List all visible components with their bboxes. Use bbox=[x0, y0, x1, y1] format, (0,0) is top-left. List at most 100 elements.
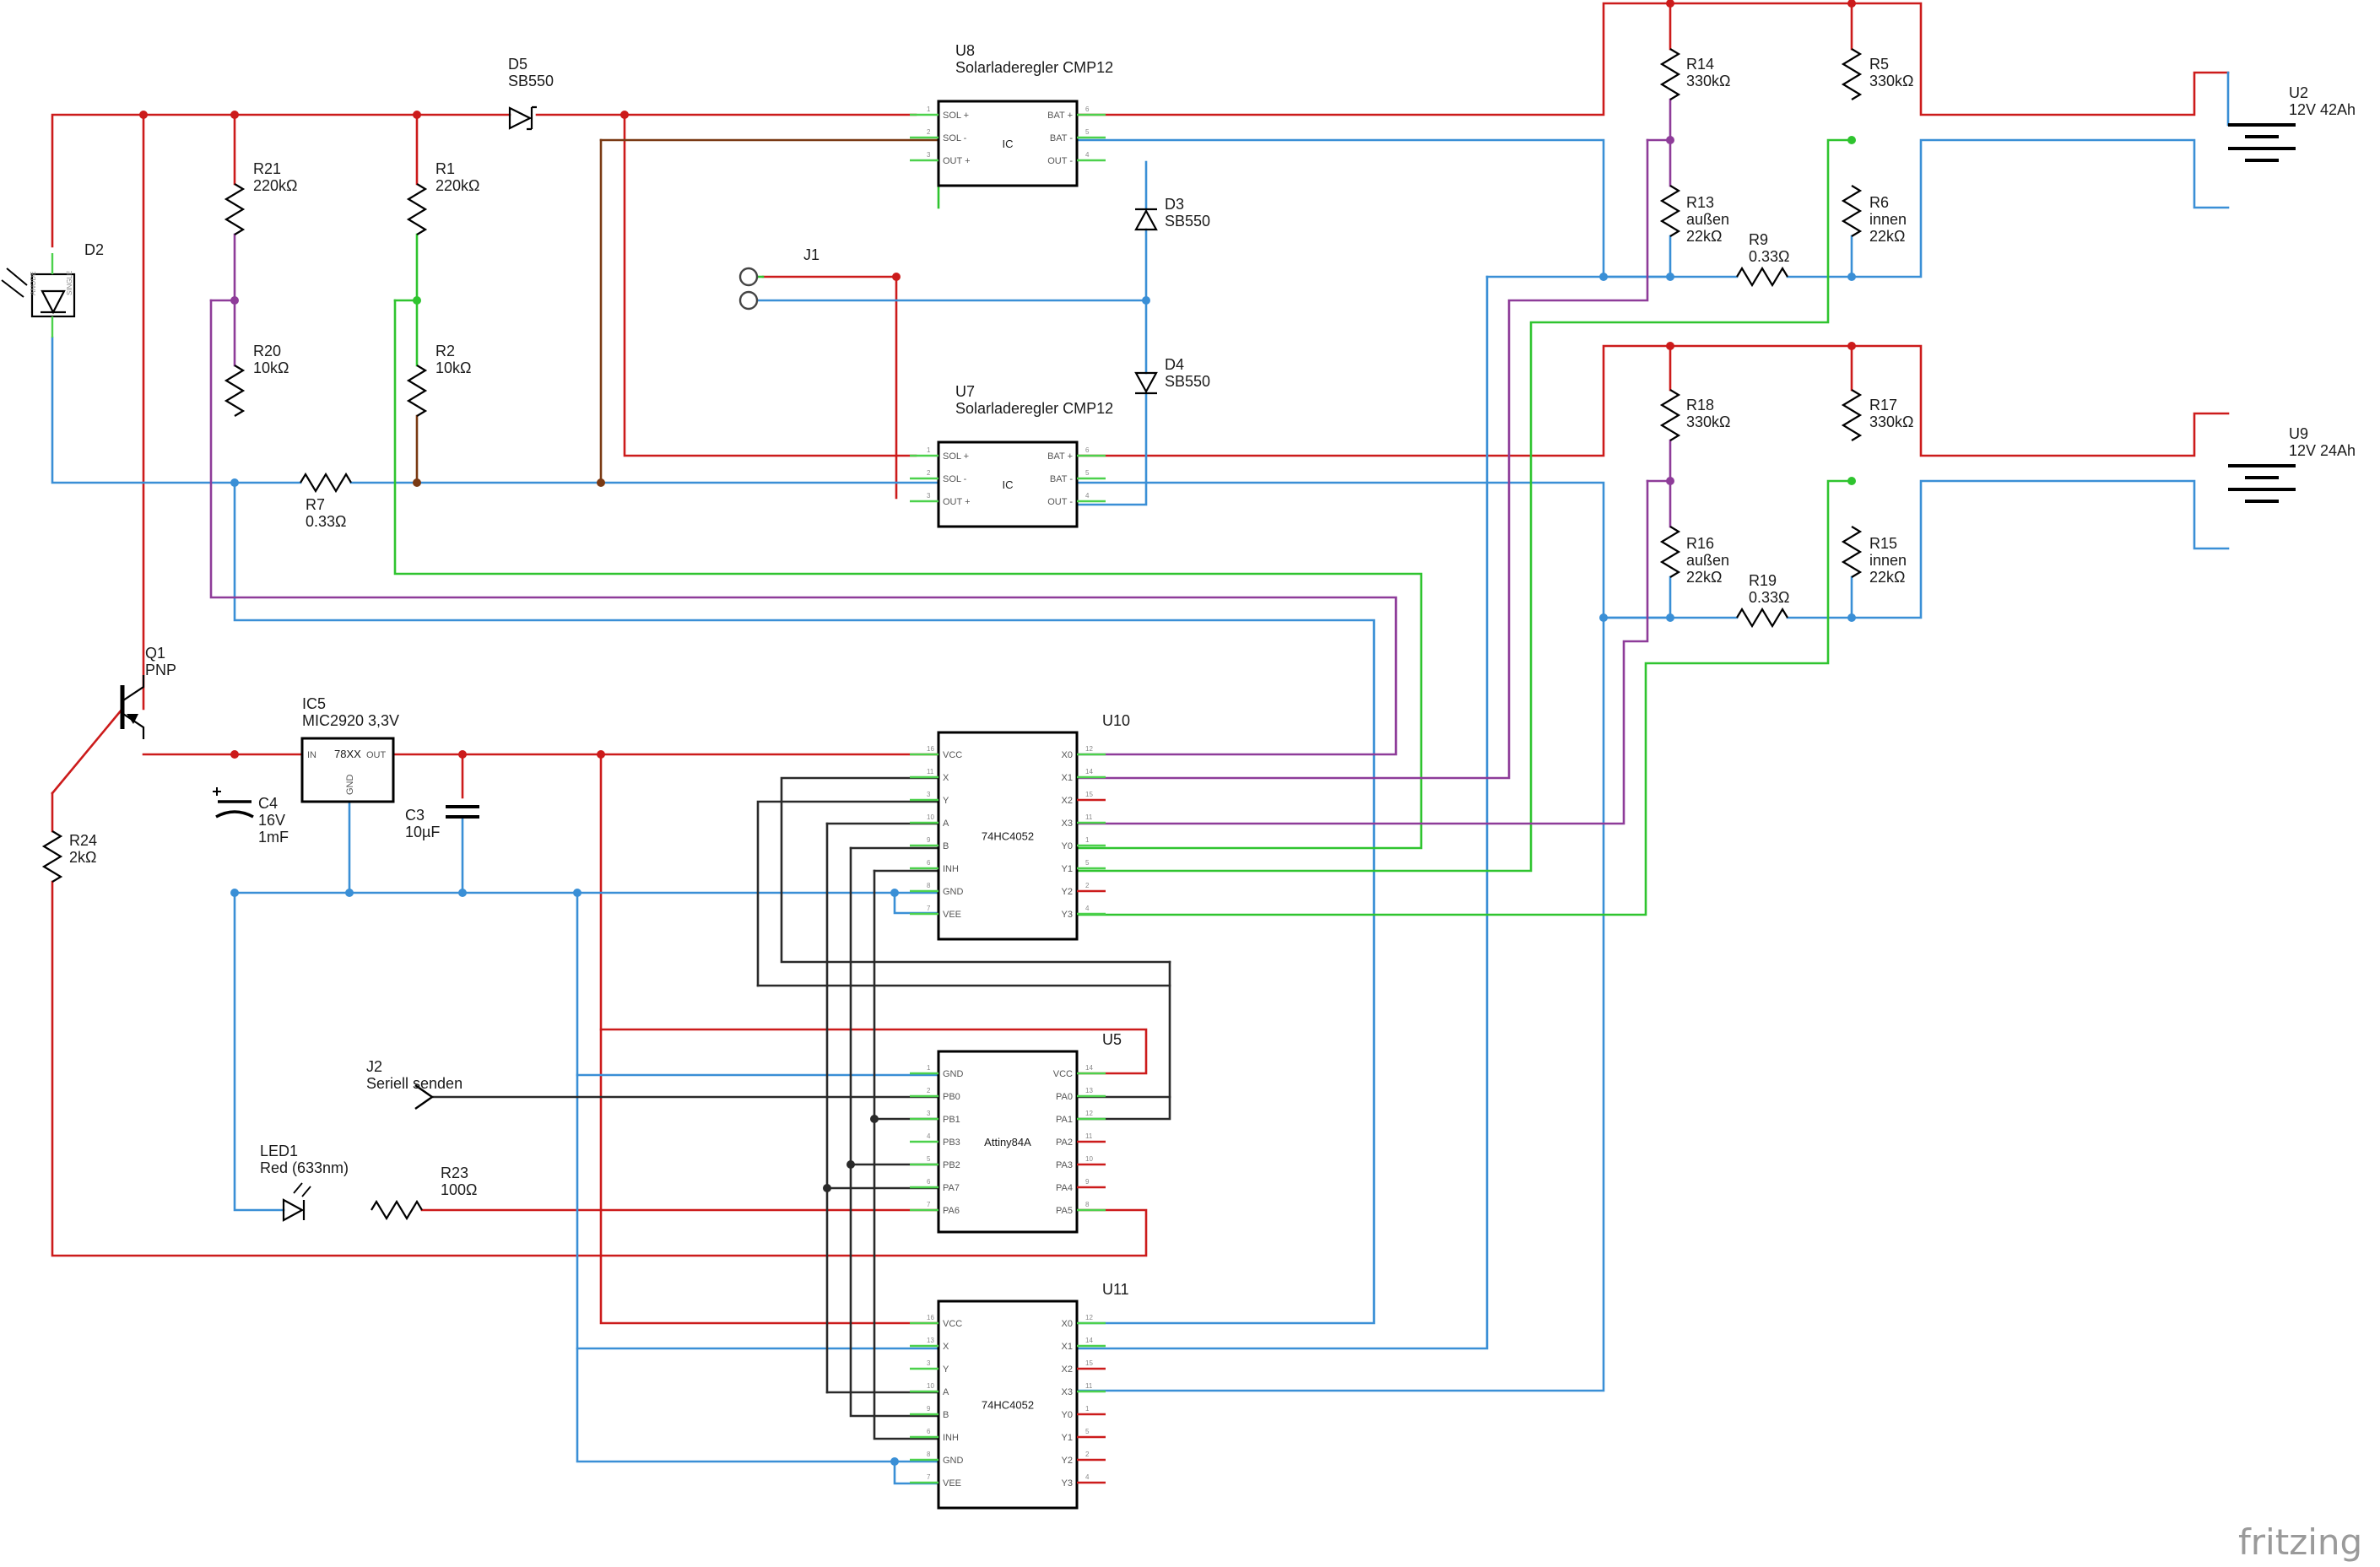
pin-number: 11 bbox=[1085, 1132, 1093, 1140]
r1-value: 220kΩ bbox=[435, 177, 480, 194]
wire-red bbox=[1074, 344, 2230, 457]
pin-number: 4 bbox=[927, 1132, 931, 1140]
wire-blue bbox=[1075, 616, 1605, 1392]
r7-value: 0.33Ω bbox=[306, 513, 347, 530]
fritzing-logo: fritzing bbox=[2238, 1521, 2362, 1563]
pin-number: 5 bbox=[1085, 469, 1090, 477]
capacitor-c4: C4 16V 1mF bbox=[213, 787, 289, 846]
junction-dot bbox=[1142, 296, 1150, 305]
u9-value: 12V 24Ah bbox=[2289, 442, 2356, 459]
wire-blue bbox=[1786, 138, 2230, 278]
resistor-r7: R7 0.33Ω bbox=[300, 472, 352, 530]
pin-label: Y1 bbox=[1062, 1433, 1073, 1443]
pin-label: PA1 bbox=[1056, 1115, 1073, 1125]
junction-dot bbox=[413, 478, 421, 487]
pin-number: 12 bbox=[1085, 1314, 1093, 1321]
chip-inner-label: IC bbox=[1003, 138, 1014, 150]
junction-dot bbox=[1599, 273, 1608, 281]
pin-label: SOL - bbox=[943, 474, 967, 484]
j2-value: Seriell senden bbox=[366, 1075, 462, 1092]
wire-red bbox=[51, 113, 145, 711]
pin-label: BAT + bbox=[1047, 111, 1073, 121]
d2-label-single: SINGLE bbox=[66, 271, 73, 295]
chip-u5: Attiny84AU5GND1PB02PB13PB34PB25PA76PA67V… bbox=[910, 1031, 1122, 1234]
r14-value: 330kΩ bbox=[1686, 73, 1731, 89]
wire-green bbox=[1075, 479, 1853, 916]
resistor-r21: R21 220kΩ bbox=[224, 160, 298, 235]
c4-line1: 16V bbox=[258, 812, 285, 829]
r13-line1: außen bbox=[1686, 211, 1729, 228]
capacitor-c3: C3 10µF bbox=[405, 805, 479, 840]
r19-value: 0.33Ω bbox=[1749, 589, 1790, 606]
chip-ref: U7 bbox=[955, 383, 975, 400]
pin-label: PA7 bbox=[943, 1183, 960, 1193]
pin-label: INH bbox=[943, 864, 959, 874]
pin-number: 13 bbox=[927, 1337, 934, 1344]
ic5-pin-in: IN bbox=[307, 750, 316, 760]
wire-blue bbox=[51, 336, 302, 484]
pin-label: GND bbox=[943, 1456, 964, 1466]
pin-number: 1 bbox=[927, 446, 931, 454]
wire-black bbox=[873, 1117, 940, 1440]
pin-label: PA6 bbox=[943, 1206, 960, 1216]
junction-dot bbox=[1847, 342, 1856, 350]
junction-dot bbox=[458, 750, 467, 759]
pin-number: 14 bbox=[1085, 768, 1093, 775]
pin-label: PA5 bbox=[1056, 1206, 1073, 1216]
junction-dot bbox=[1666, 0, 1674, 8]
pin-number: 10 bbox=[927, 813, 934, 821]
wire-red bbox=[623, 113, 917, 457]
junction-dot bbox=[458, 889, 467, 897]
r18-value: 330kΩ bbox=[1686, 413, 1731, 430]
pin-number: 6 bbox=[927, 859, 931, 867]
wire-green bbox=[1075, 138, 1853, 873]
pin-number: 5 bbox=[927, 1155, 931, 1163]
junction-dot bbox=[1666, 477, 1674, 485]
junction-dot bbox=[870, 1115, 879, 1123]
pin-label: X bbox=[943, 1342, 949, 1352]
pin-number: 3 bbox=[927, 1110, 931, 1117]
pin-label: Y0 bbox=[1062, 1410, 1073, 1420]
pin-label: Y bbox=[943, 1364, 949, 1375]
pin-number: 7 bbox=[927, 1201, 931, 1208]
pin-number: 16 bbox=[927, 1314, 934, 1321]
ic5-pin-gnd: GND bbox=[345, 775, 355, 796]
r6-line1: innen bbox=[1869, 211, 1907, 228]
junction-dot bbox=[345, 889, 354, 897]
junction-dot bbox=[597, 750, 605, 759]
d2-label-anode: ANODE bbox=[30, 272, 37, 295]
chip-ref: U5 bbox=[1102, 1031, 1122, 1048]
junction-dot bbox=[230, 111, 239, 119]
wire-purple bbox=[1075, 479, 1649, 825]
pin-label: Y3 bbox=[1062, 910, 1073, 920]
r20-value: 10kΩ bbox=[253, 359, 289, 376]
pin-number: 3 bbox=[927, 151, 931, 159]
junction-dot bbox=[892, 273, 901, 281]
pin-number: 4 bbox=[1085, 492, 1090, 500]
solar-panel-d2: ANODE SINGLE D2 bbox=[1, 241, 104, 338]
wire-green bbox=[393, 299, 1423, 850]
pin-label: SOL + bbox=[943, 451, 969, 462]
pin-label: X0 bbox=[1062, 1319, 1073, 1329]
pin-number: 9 bbox=[927, 836, 931, 844]
pin-label: B bbox=[943, 1410, 949, 1420]
c4-value: 1mF bbox=[258, 829, 289, 846]
pin-label: PB2 bbox=[943, 1160, 960, 1170]
resistor-r17: R17 330kΩ bbox=[1841, 389, 1914, 441]
j1-ref: J1 bbox=[803, 246, 819, 263]
pin-label: BAT + bbox=[1047, 451, 1073, 462]
r15-value: 22kΩ bbox=[1869, 569, 1905, 586]
pin-label: GND bbox=[943, 1069, 964, 1079]
resistor-r16: R16 außen 22kΩ bbox=[1659, 526, 1729, 586]
r9-ref: R9 bbox=[1749, 231, 1768, 248]
pin-label: PB0 bbox=[943, 1092, 960, 1102]
pin-label: VEE bbox=[943, 910, 961, 920]
junction-dot bbox=[230, 889, 239, 897]
resistor-r14: R14 330kΩ bbox=[1659, 48, 1731, 100]
pin-label: Y0 bbox=[1062, 841, 1073, 851]
pin-label: OUT + bbox=[943, 497, 971, 507]
junction-dot bbox=[1847, 136, 1856, 144]
junction-dot bbox=[573, 889, 581, 897]
wire-red bbox=[599, 753, 940, 1325]
